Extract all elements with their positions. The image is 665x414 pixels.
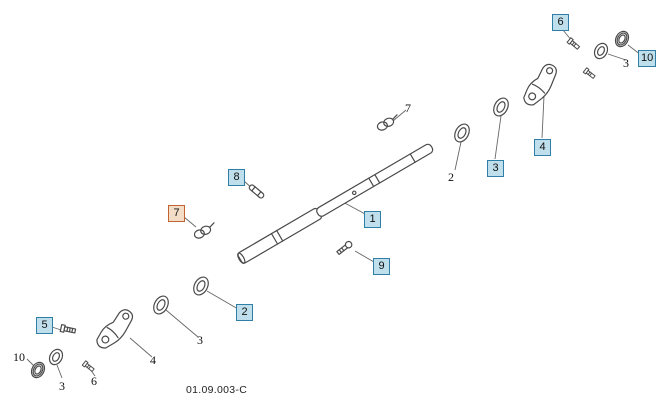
washer xyxy=(614,30,630,48)
washer xyxy=(593,42,609,60)
shaft xyxy=(237,143,434,264)
bracket xyxy=(523,63,557,106)
bolt xyxy=(81,360,95,372)
bolt xyxy=(582,67,596,79)
callout-3-right[interactable]: 3 xyxy=(487,160,504,177)
bolt xyxy=(59,323,77,334)
washer xyxy=(48,348,64,366)
bolt xyxy=(566,37,581,50)
diagram-code: 01.09.003-C xyxy=(186,384,248,396)
callout-10-bottom: 10 xyxy=(13,350,25,364)
washer xyxy=(454,123,470,143)
callout-8[interactable]: 8 xyxy=(228,169,245,186)
leader-lines xyxy=(26,29,642,379)
callout-9[interactable]: 9 xyxy=(373,258,390,275)
spring-clip xyxy=(376,114,398,131)
washer xyxy=(193,276,209,296)
callout-1[interactable]: 1 xyxy=(364,211,381,228)
bolt xyxy=(336,240,353,256)
washer xyxy=(30,361,46,379)
callout-4-left: 4 xyxy=(150,353,156,367)
callout-3-bottom: 3 xyxy=(59,379,65,393)
callout-3-left: 3 xyxy=(197,333,203,347)
washer xyxy=(493,97,509,117)
washer xyxy=(153,295,169,315)
callout-6-top[interactable]: 6 xyxy=(552,14,569,31)
callout-10-top[interactable]: 10 xyxy=(638,50,657,67)
pin xyxy=(248,184,265,199)
callout-6-bottom: 6 xyxy=(91,374,97,388)
callout-5[interactable]: 5 xyxy=(36,317,53,334)
callout-7-lower[interactable]: 7 xyxy=(168,205,185,222)
callout-2-right: 2 xyxy=(448,170,454,184)
callout-7-upper: 7 xyxy=(405,101,411,115)
callout-3-top: 3 xyxy=(623,56,629,70)
callout-4-right[interactable]: 4 xyxy=(534,139,551,156)
callout-2-left[interactable]: 2 xyxy=(236,304,253,321)
spring-clip xyxy=(193,222,215,239)
bracket xyxy=(96,309,134,349)
